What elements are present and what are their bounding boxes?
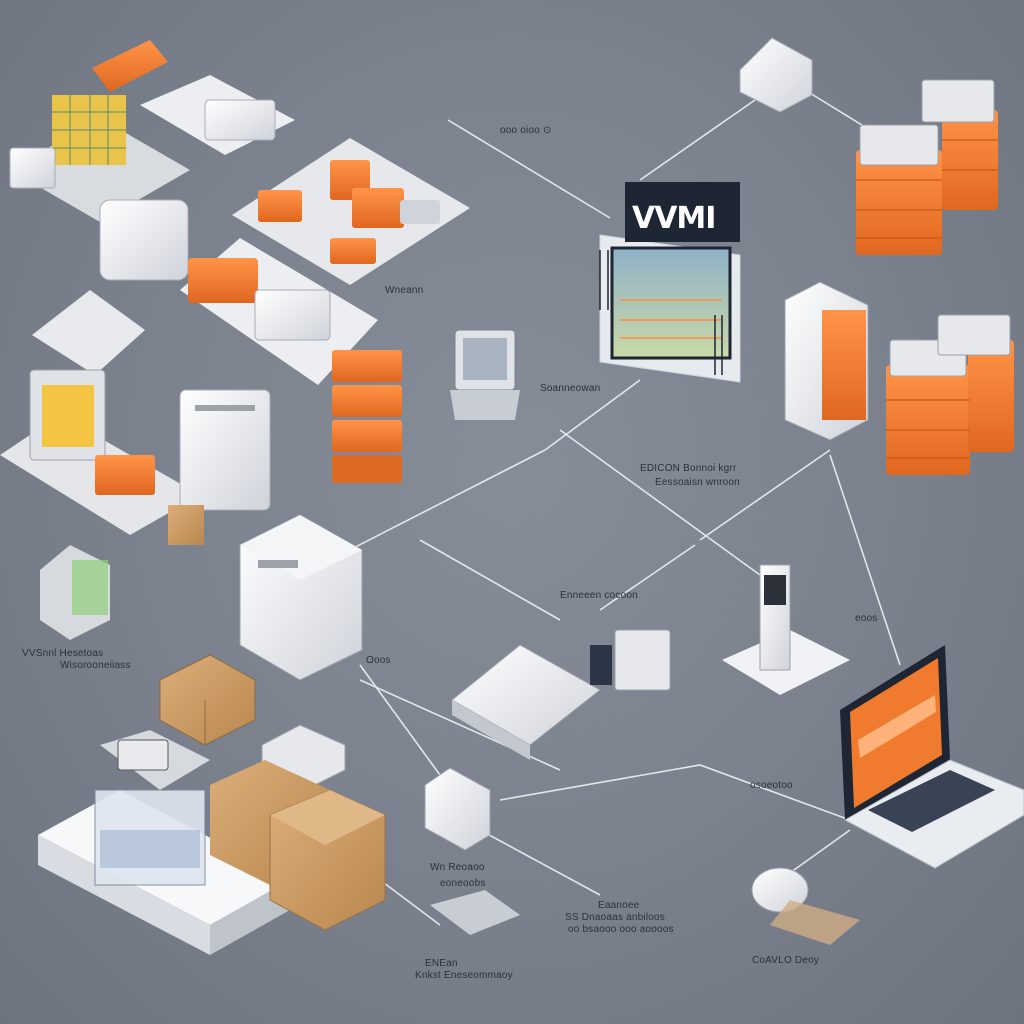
workshop-platform — [232, 138, 470, 285]
top-left-workstation-cluster — [9, 40, 295, 222]
right-tower-server — [784, 281, 869, 441]
bottom-right-camera — [751, 867, 860, 945]
label-small-device: Soanneowan — [540, 383, 601, 394]
label-right-tower: eoos — [855, 613, 878, 624]
right-orange-servers-bottom — [886, 314, 1014, 475]
center-left-server — [239, 514, 363, 681]
orange-workshop — [232, 138, 470, 285]
link-center-to-printer — [419, 539, 561, 621]
bottom-center-device — [424, 767, 491, 851]
label-bottom-left-b: Knkst Eneseommaoy — [415, 970, 513, 981]
link-top-device-to-servers — [804, 89, 871, 131]
link-router-to-right — [699, 449, 831, 541]
label-bottom-right: CoAVLO Deoy — [752, 955, 820, 966]
link-left-server-to-center — [329, 449, 546, 561]
wireframe-boxes — [159, 654, 256, 746]
monitor-screen — [610, 246, 732, 360]
link-lowdevice-to-bottom — [479, 829, 601, 896]
orange-bench-unit — [188, 258, 258, 303]
mid-left-devices — [32, 199, 378, 385]
workstation-tower — [179, 389, 271, 511]
link-lowdevice-to-laptop — [499, 764, 851, 821]
label-bottom-mid-b: eoneoobs — [440, 878, 486, 889]
label-right-mid: osoeotoo — [750, 780, 793, 791]
center-small-monitor — [450, 329, 520, 420]
link-monitor-to-top-device — [639, 99, 756, 181]
small-desk — [32, 290, 145, 375]
monitor-title: VVMI — [632, 201, 715, 236]
left-rack-device — [40, 545, 110, 640]
laptop — [840, 645, 1024, 869]
connection-lines — [329, 89, 901, 926]
workstation-orange-part — [95, 455, 155, 495]
center-monitor-panel: VVMI s — [599, 182, 741, 383]
label-bottom-center-b: SS Dnaoaas anbiloos — [565, 912, 665, 923]
center-flat-printer — [451, 629, 671, 760]
white-appliance — [99, 199, 189, 281]
small-printer — [9, 147, 56, 189]
link-center-to-right — [559, 429, 761, 576]
bottom-left-workbench — [38, 789, 290, 955]
left-workstation — [0, 369, 271, 545]
label-center-small: Enneeen cocoon — [560, 590, 638, 601]
monitor-header — [625, 182, 740, 242]
right-orange-servers-top — [856, 79, 998, 255]
link-mid-to-router — [599, 544, 696, 611]
workstation-screen — [42, 385, 94, 447]
label-left-side-a: VVSnnl Hesetoas — [22, 648, 104, 659]
link-top-left-to-monitor — [447, 119, 611, 219]
link-monitor-to-center — [544, 379, 641, 451]
label-left-cluster: Wneann — [385, 285, 424, 296]
bench-front — [38, 835, 210, 955]
label-left-side-b: Wisorooneiiass — [60, 660, 131, 671]
right-pedestal-device — [722, 564, 850, 695]
desk-machine — [204, 99, 276, 141]
top-router-device — [739, 37, 813, 113]
orange-server-stack-left — [332, 350, 402, 483]
link-right-to-laptop — [829, 454, 901, 666]
box-small — [168, 505, 204, 545]
label-bottom-mid: Wn Reoaoo — [430, 862, 485, 873]
link-server-to-lowdevice — [359, 664, 441, 776]
label-bottom-center-c: oo bsaooo ooo aoooos — [568, 924, 674, 935]
label-top-center: ooo oioo ⊙ — [500, 125, 552, 136]
link-bottom-left-to-device — [379, 879, 441, 926]
cardboard-boxes — [210, 760, 386, 931]
label-mid-right-a: EDICON Bonnoi kgrr — [640, 463, 737, 474]
label-server-mid: Ooos — [366, 655, 391, 666]
label-mid-right-b: Eessoaisn wnroon — [655, 477, 740, 488]
bottom-small-arm — [430, 890, 520, 935]
label-bottom-left: ENEan — [425, 958, 458, 969]
bench-printer — [254, 289, 331, 341]
laptop-keyboard — [868, 770, 995, 832]
orange-crate — [92, 40, 168, 92]
label-bottom-center-a: Eaanoee — [598, 900, 640, 911]
